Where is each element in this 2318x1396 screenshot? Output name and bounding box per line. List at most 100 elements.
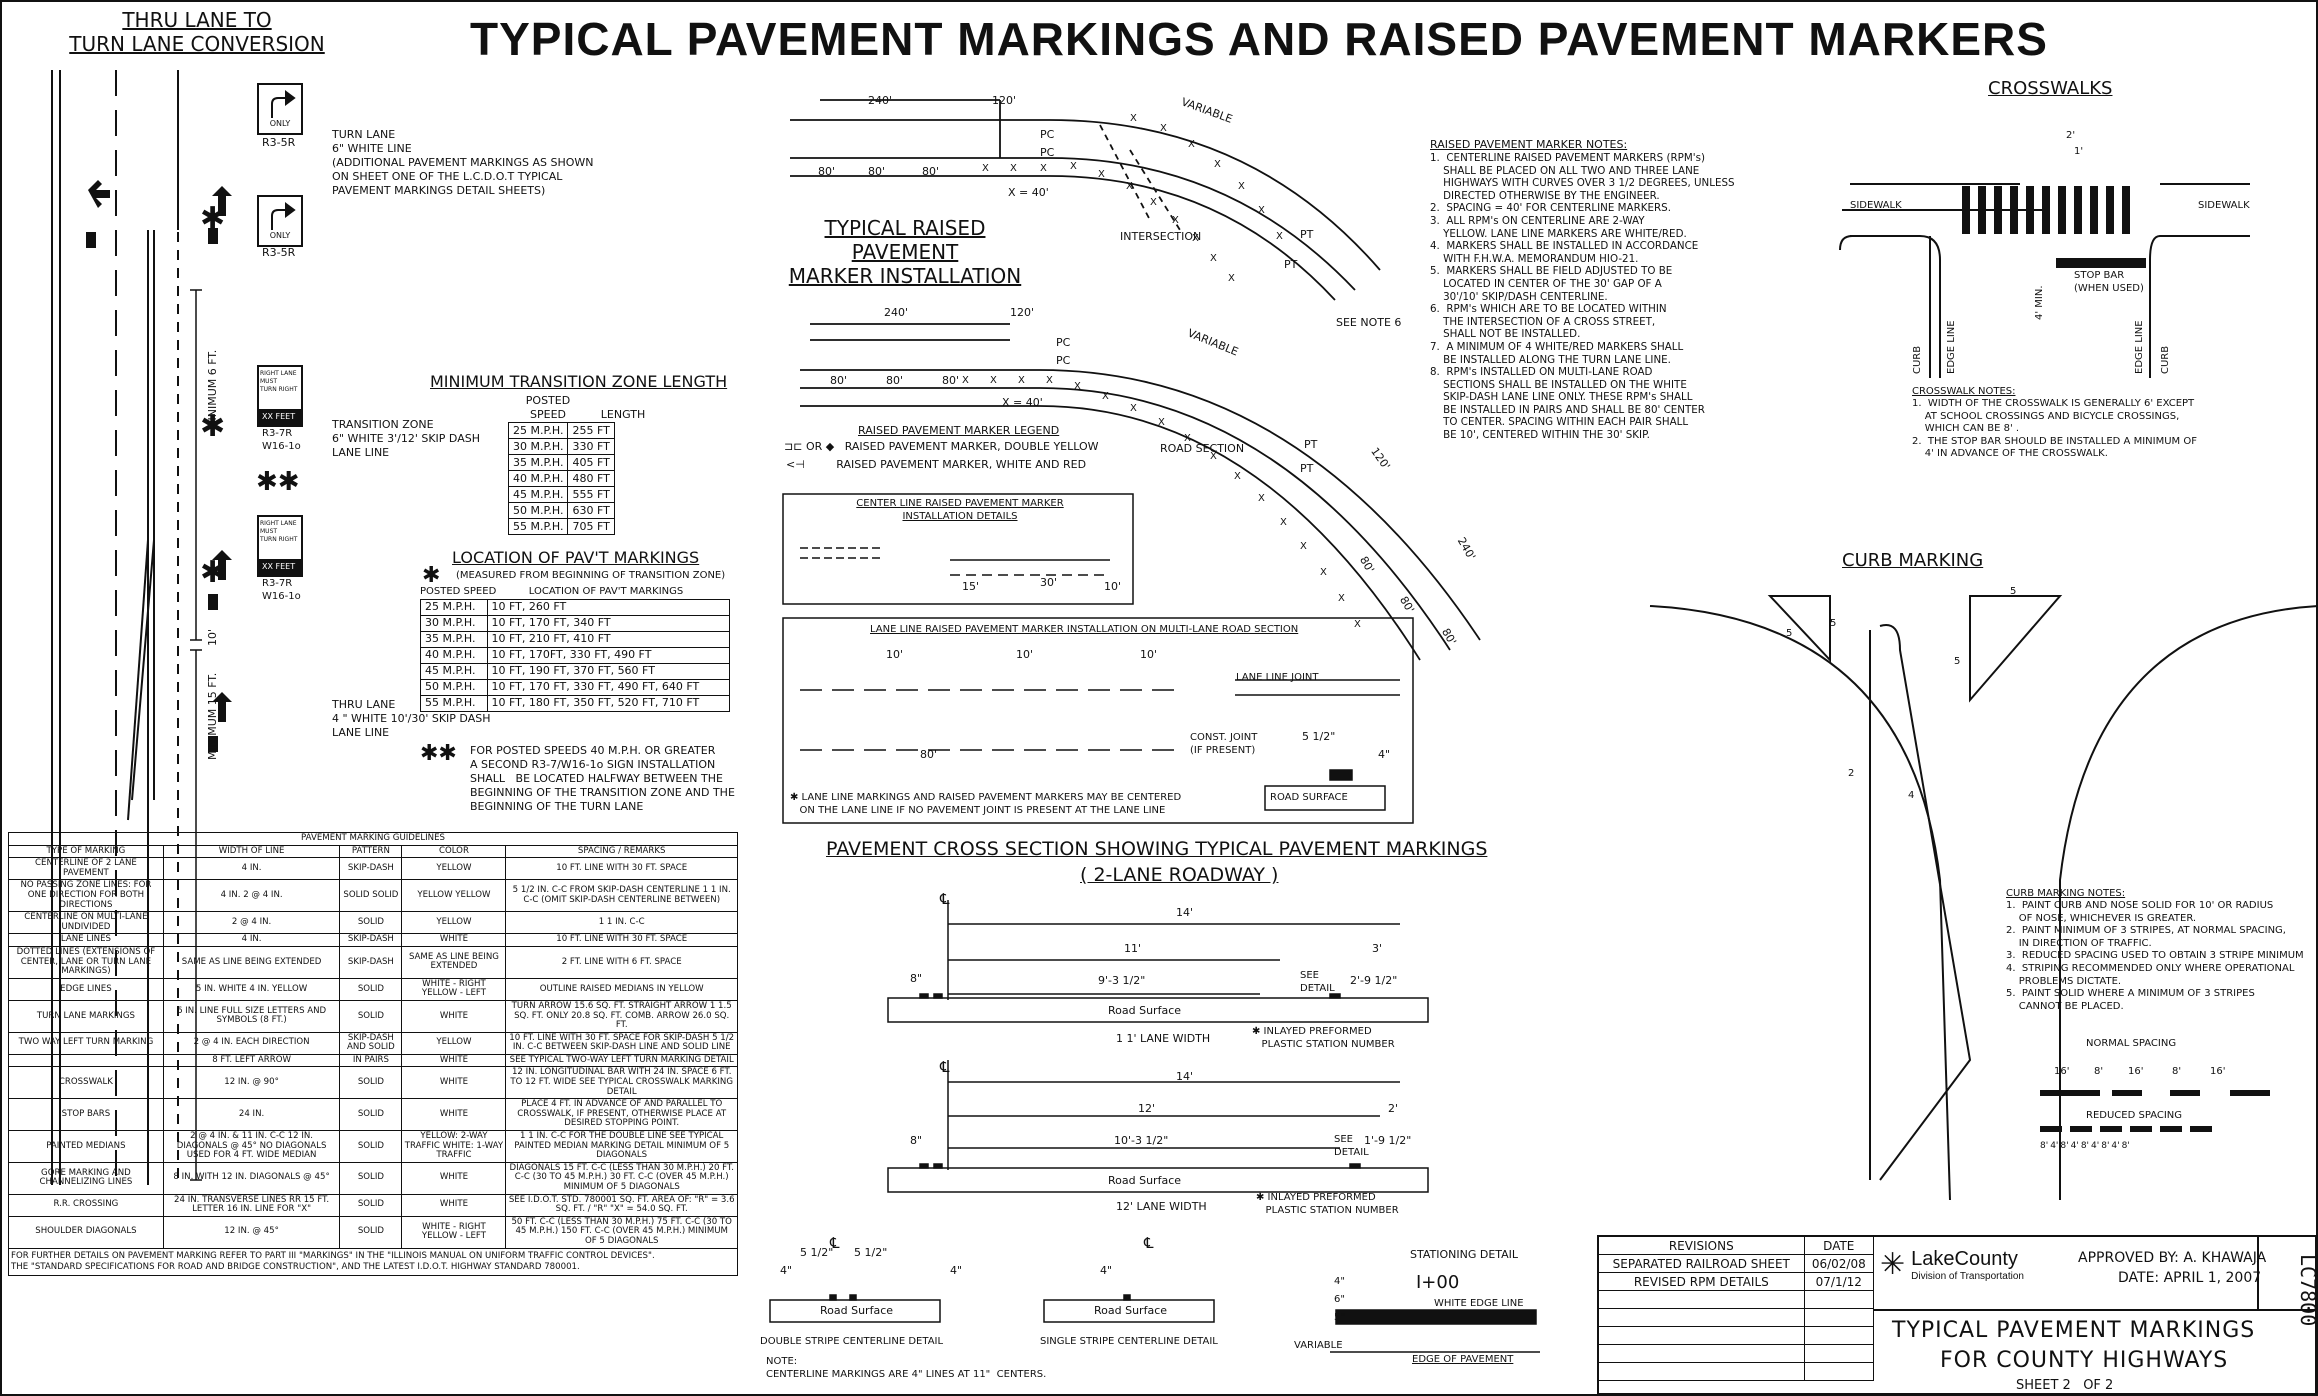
brand-name: LakeCounty xyxy=(1911,1248,2018,1270)
curb-d8-a: 8' xyxy=(2094,1066,2104,1077)
lane-line-detail-title: LANE LINE RAISED PAVEMENT MARKER INSTALL… xyxy=(870,624,1299,635)
sheet-title-2: FOR COUNTY HIGHWAYS xyxy=(1940,1348,2229,1373)
transition-cell: 55 M.P.H. xyxy=(507,518,569,535)
curb-reduced-label: 4' xyxy=(2091,1141,2100,1151)
bd-white-edge: WHITE EDGE LINE xyxy=(1434,1298,1524,1309)
guidelines-table: PAVEMENT MARKING GUIDELINES TYPE OF MARK… xyxy=(8,832,738,1276)
curb-reduced: REDUCED SPACING xyxy=(2086,1110,2183,1121)
sign-xx-2: XX FEET xyxy=(262,562,296,571)
crosswalk-stop-bar: STOP BAR (WHEN USED) xyxy=(2074,270,2144,294)
cs-lane-11: 1 1' LANE WIDTH xyxy=(1116,1032,1211,1045)
guidelines-cell: 8 IN. WITH 12 IN. DIAGONALS @ 45° xyxy=(162,1161,341,1195)
curb-d16-c: 16' xyxy=(2210,1066,2226,1077)
crosswalk-d2: 2' xyxy=(2066,130,2076,141)
guidelines-cell: 24 IN. TRANSVERSE LINES RR 15 FT. LETTER… xyxy=(162,1193,341,1217)
sign-only-2: ONLY xyxy=(269,231,291,240)
curb-stripe xyxy=(2130,1126,2152,1132)
transition-cell: 705 FT xyxy=(567,518,615,535)
revision-cell: 06/02/08 xyxy=(1803,1254,1875,1273)
location-cell: 55 M.P.H. xyxy=(420,694,488,712)
curb-d16-a: 16' xyxy=(2054,1066,2070,1077)
revision-cell xyxy=(1598,1344,1805,1363)
lane-line-detail-box xyxy=(782,617,1414,824)
sign-must-1: RIGHT LANE MUST TURN RIGHT xyxy=(260,370,298,393)
rpm-install-title: TYPICAL RAISED PAVEMENT MARKER INSTALLAT… xyxy=(780,216,1030,288)
guidelines-cell: SOLID xyxy=(339,1130,403,1163)
transition-cell: 50 M.P.H. xyxy=(507,502,569,519)
guidelines-cell: OUTLINE RAISED MEDIANS IN YELLOW xyxy=(505,977,738,1001)
cs-see-detail-1: SEE DETAIL xyxy=(1300,970,1335,994)
lake-county-logo-icon: ✳ xyxy=(1880,1247,1906,1282)
guidelines-footer: FOR FURTHER DETAILS ON PAVEMENT MARKING … xyxy=(8,1248,738,1276)
revision-cell: SEPARATED RAILROAD SHEET xyxy=(1598,1254,1805,1273)
guidelines-cell: SEE I.D.O.T. STD. 780001 SQ. FT. AREA OF… xyxy=(505,1193,738,1217)
curb-d5-a: 5 xyxy=(1786,628,1793,639)
bd-cl-2: ℄ xyxy=(1144,1234,1154,1252)
curb-notes: 1. PAINT CURB AND NOSE SOLID FOR 10' OR … xyxy=(2006,900,2304,1012)
guidelines-header: TYPE OF MARKING xyxy=(8,844,164,859)
guidelines-cell: SOLID xyxy=(339,1066,403,1100)
transition-cell: 30 M.P.H. xyxy=(507,438,569,455)
sign-only-1: ONLY xyxy=(269,119,291,128)
guidelines-cell: WHITE xyxy=(401,1098,507,1132)
guidelines-cell: WHITE xyxy=(401,999,507,1033)
guidelines-cell: YELLOW YELLOW xyxy=(401,879,507,913)
revision-cell xyxy=(1803,1290,1875,1309)
transition-note: TRANSITION ZONE 6" WHITE 3'/12' SKIP DAS… xyxy=(332,418,480,459)
revision-cell xyxy=(1803,1326,1875,1345)
bd-d4-3: 4" xyxy=(1100,1264,1113,1277)
guidelines-cell: 5 IN. WHITE 4 IN. YELLOW xyxy=(162,977,341,1001)
curb-reduced-label: 8' xyxy=(2060,1141,2069,1151)
guidelines-cell: SKIP-DASH xyxy=(339,945,403,979)
crosswalk-bar xyxy=(1994,186,2002,234)
rpm-80-1: 80' xyxy=(818,165,836,178)
guidelines-cell: WHITE xyxy=(401,1161,507,1195)
guidelines-header: COLOR xyxy=(401,844,507,859)
curb-stripes xyxy=(2040,1090,2270,1132)
sheet-number: SHEET 2 OF 2 xyxy=(2016,1378,2114,1393)
rpm-pc-3: PC xyxy=(1056,336,1071,349)
guidelines-cell: NO PASSING ZONE LINES: FOR ONE DIRECTION… xyxy=(8,879,164,913)
crosswalk-bar xyxy=(2042,186,2050,234)
guidelines-cell: 4 IN. xyxy=(162,857,341,881)
crosswalk-notes: 1. WIDTH OF THE CROSSWALK IS GENERALLY 6… xyxy=(1912,398,2197,460)
guidelines-cell: WHITE xyxy=(401,933,507,947)
star-markers: ✱ ✱ ✱ ✱✱ ✱ ✱✱ xyxy=(200,201,457,766)
rpm-x-marker: X xyxy=(1160,123,1167,134)
rpm-pt-3: PT xyxy=(1304,438,1318,451)
curb-reduced-label: 8' xyxy=(2101,1141,2110,1151)
location-cell: 10 FT, 260 FT xyxy=(486,598,731,616)
svg-text:✱✱: ✱✱ xyxy=(256,467,300,497)
center-line-detail-box xyxy=(782,493,1134,605)
rpm-x-marker: X xyxy=(1300,541,1307,552)
bd-road-1: Road Surface xyxy=(820,1304,894,1317)
location-cell: 25 M.P.H. xyxy=(420,598,488,616)
guidelines-cell: IN PAIRS xyxy=(339,1053,403,1068)
rpm-x-marker: X xyxy=(1280,517,1287,528)
bd-single: SINGLE STRIPE CENTERLINE DETAIL xyxy=(1040,1336,1218,1347)
rpm-legend-2: RAISED PAVEMENT MARKER, WHITE AND RED xyxy=(836,458,1087,471)
page-title: TYPICAL PAVEMENT MARKINGS AND RAISED PAV… xyxy=(470,13,2048,65)
sign-r3-5r-2 xyxy=(257,195,303,247)
crosswalk-min4: 4' MIN. xyxy=(2034,285,2045,320)
transition-row: 25 M.P.H.255 FT xyxy=(507,422,615,439)
guidelines-cell: YELLOW xyxy=(401,1031,507,1055)
rpm-x-marker: X xyxy=(1150,197,1157,208)
cs-d14-2: 14' xyxy=(1176,1070,1194,1083)
cs-road-surface-1: Road Surface xyxy=(1108,1004,1182,1017)
lane-d4: 4" xyxy=(1378,748,1391,761)
guidelines-cell: TURN ARROW 15.6 SQ. FT. STRAIGHT ARROW 1… xyxy=(505,999,738,1033)
lane-joint: LANE LINE JOINT xyxy=(1236,672,1319,683)
svg-text:✱: ✱ xyxy=(422,563,440,588)
revision-cell xyxy=(1598,1290,1805,1309)
rpm-80-3: 80' xyxy=(922,165,940,178)
location-row: 30 M.P.H.10 FT, 170 FT, 340 FT xyxy=(420,614,731,632)
rpm-x-marker: X xyxy=(962,375,969,386)
curb-d5-b: 5 xyxy=(1830,618,1837,629)
turn-lane-note: TURN LANE 6" WHITE LINE (ADDITIONAL PAVE… xyxy=(332,128,594,197)
crosswalk-bar xyxy=(2106,186,2114,234)
location-cell: 10 FT, 170 FT, 330 FT, 490 FT, 640 FT xyxy=(486,678,731,696)
